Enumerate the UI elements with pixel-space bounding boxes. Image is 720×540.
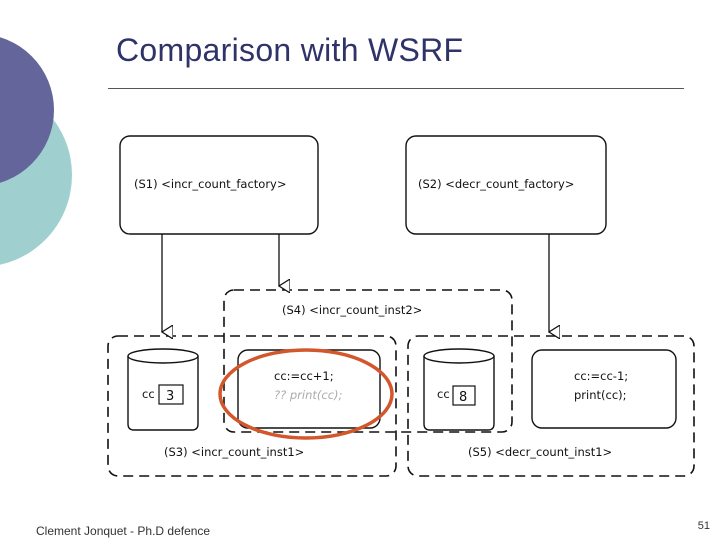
s5-label: (S5) <decr_count_inst1> [468,445,612,459]
decr-code-line2: print(cc); [574,388,627,402]
highlight-ellipse [218,348,394,440]
cc-value-left: 3 [166,389,174,404]
cc-value-box-right [452,385,476,406]
s1-service-box [119,135,319,235]
incr-code-line2: ?? print(cc); [274,388,343,402]
s1-label: (S1) <incr_count_factory> [134,177,287,191]
purple-circle-decoration [0,37,54,183]
s3-service-container [107,335,397,477]
cc-value-right: 8 [459,390,467,405]
decorative-circles [0,37,72,265]
s3-label: (S3) <incr_count_inst1> [164,445,304,459]
footer-author: Clement Jonquet - Ph.D defence [36,524,211,538]
page-number: 51 [697,520,710,532]
cc-label-right: cc [437,387,450,401]
decr-code-line1: cc:=cc-1; [574,369,628,383]
incr-code-line1: cc:=cc+1; [274,369,334,383]
decr-code-box [531,349,677,429]
s2-label: (S2) <decr_count_factory> [418,177,574,191]
slide-title: Comparison with WSRF [116,32,464,68]
cc-value-box-left [158,384,184,405]
cc-label-left: cc [142,387,155,401]
s4-service-container [223,289,513,433]
s4-label: (S4) <incr_count_inst2> [282,303,422,317]
s2-service-box [405,135,607,235]
title-underline [108,88,684,89]
